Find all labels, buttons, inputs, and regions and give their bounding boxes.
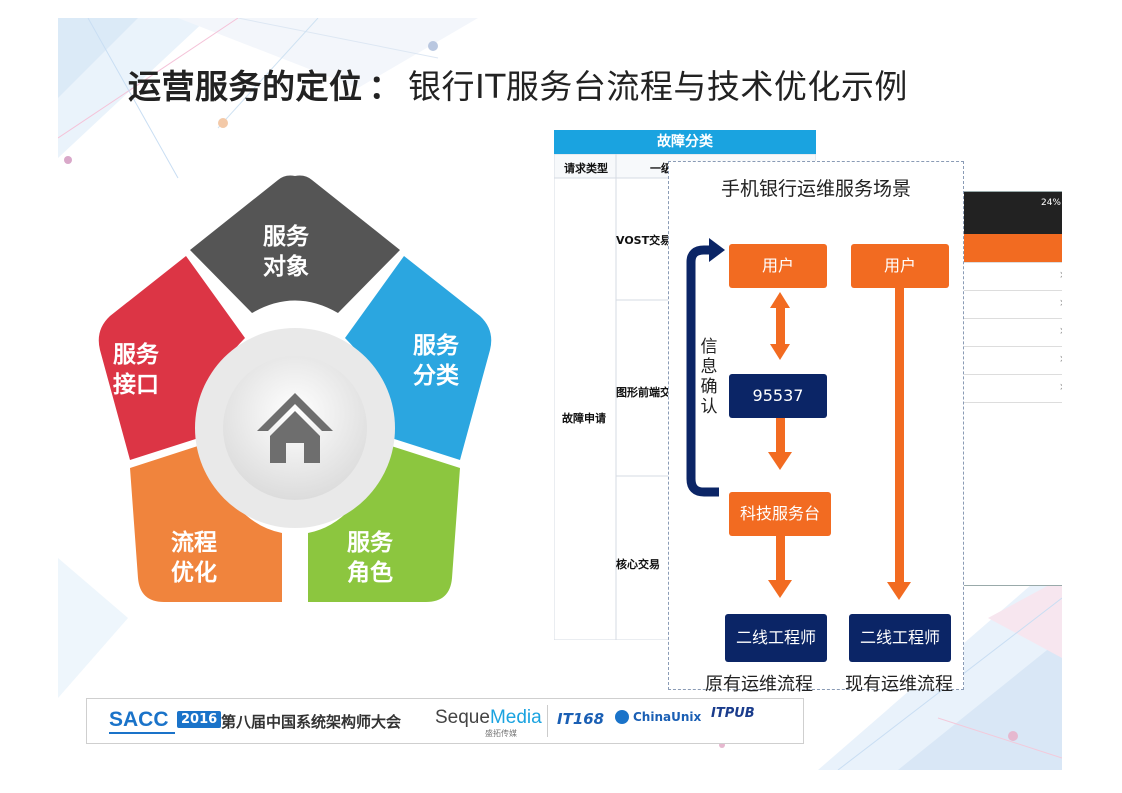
arrow-shaft [776, 417, 785, 455]
petal-service-object [190, 175, 400, 313]
box-service-desk: 科技服务台 [729, 492, 831, 536]
double-arrow-shaft [776, 305, 785, 347]
flow-title: 手机银行运维服务场景 [720, 178, 911, 200]
cell-level1: 核心交易 [616, 558, 660, 571]
title-colon: ： [368, 67, 402, 106]
label-service-interface: 服务 接口 [113, 342, 159, 398]
home-icon [257, 393, 333, 463]
box-new-engineer: 二线工程师 [849, 614, 951, 662]
chevron-right-icon[interactable]: › [1059, 267, 1062, 283]
box-original-user: 用户 [729, 244, 827, 288]
petal-service-category [345, 256, 492, 460]
chevron-right-icon[interactable]: › [1059, 323, 1062, 339]
petal-service-interface [98, 256, 245, 460]
sequemedia-sub: 盛拓传媒 [485, 729, 517, 738]
double-arrow-head-up [770, 292, 790, 308]
it168-logo: IT168 [557, 710, 605, 728]
arrow-shaft [776, 532, 785, 582]
arrow-head-new-flow [887, 582, 911, 600]
mobile-banking-ops-flow: 手机银行运维服务场景 用户 用户 95537 科技服务台 二线工程师 二线工程师 [668, 161, 964, 695]
arrow-head [768, 452, 792, 470]
info-confirm-loop-arrow [686, 245, 719, 497]
box-hotline-95537: 95537 [729, 374, 827, 418]
arrow-shaft-new-flow [895, 272, 904, 584]
slide-title: 运营服务的定位：银行IT服务台流程与技术优化示例 [128, 60, 908, 108]
caption-new-flow: 现有运维流程 [845, 674, 953, 695]
chevron-right-icon[interactable]: › [1059, 379, 1062, 395]
cell-level1: VOST交易 [616, 234, 672, 247]
sacc-year-badge: 2016 [177, 711, 222, 728]
sacc-underline [109, 732, 175, 734]
decor-dot [428, 41, 438, 51]
chinaunix-icon [615, 710, 629, 724]
service-pentagon-diagram [98, 175, 492, 602]
box-original-engineer: 二线工程师 [725, 614, 827, 662]
sequemedia-logo: SequeMedia [435, 707, 542, 728]
decor-dot [1008, 731, 1018, 741]
decor-dot [64, 156, 72, 164]
sponsor-footer: SACC 2016 第八届中国系统架构师大会 SequeMedia 盛拓传媒 I… [86, 698, 804, 744]
box-new-user: 用户 [851, 244, 949, 288]
col-request-type: 请求类型 [564, 162, 608, 175]
chinaunix-logo: ChinaUnix [633, 710, 702, 724]
chevron-right-icon[interactable]: › [1059, 295, 1062, 311]
sacc-logo: SACC [109, 708, 169, 731]
label-service-object: 服务 对象 [263, 224, 309, 280]
cell-fault-request: 故障申请 [562, 412, 606, 425]
petal-service-role [308, 444, 460, 602]
caption-original-flow: 原有运维流程 [705, 674, 813, 695]
label-service-role: 服务 角色 [347, 530, 393, 586]
cell-level1: 图形前端交 [616, 386, 671, 399]
table-header: 故障分类 [554, 130, 816, 154]
chevron-right-icon[interactable]: › [1059, 351, 1062, 367]
petal-process-optimization [130, 444, 282, 602]
arrow-head [768, 580, 792, 598]
info-confirm-label: 信 息 确 认 [700, 337, 718, 417]
slide: 运营服务的定位：银行IT服务台流程与技术优化示例 服务 对象 服务 分类 服务 … [58, 18, 1062, 770]
conference-name: 第八届中国系统架构师大会 [221, 713, 402, 731]
itpub-logo: ITPUB [711, 706, 755, 721]
title-bold: 运营服务的定位 [128, 67, 363, 106]
flow-arrows [686, 238, 911, 600]
battery-status: 24% [1040, 198, 1061, 208]
label-service-category: 服务 分类 [413, 333, 459, 389]
label-process-optimization: 流程 优化 [171, 530, 217, 586]
decor-dot [218, 118, 228, 128]
col-level1: 一级 [650, 162, 672, 175]
double-arrow-head-down [770, 344, 790, 360]
title-rest: 银行IT服务台流程与技术优化示例 [408, 67, 908, 106]
